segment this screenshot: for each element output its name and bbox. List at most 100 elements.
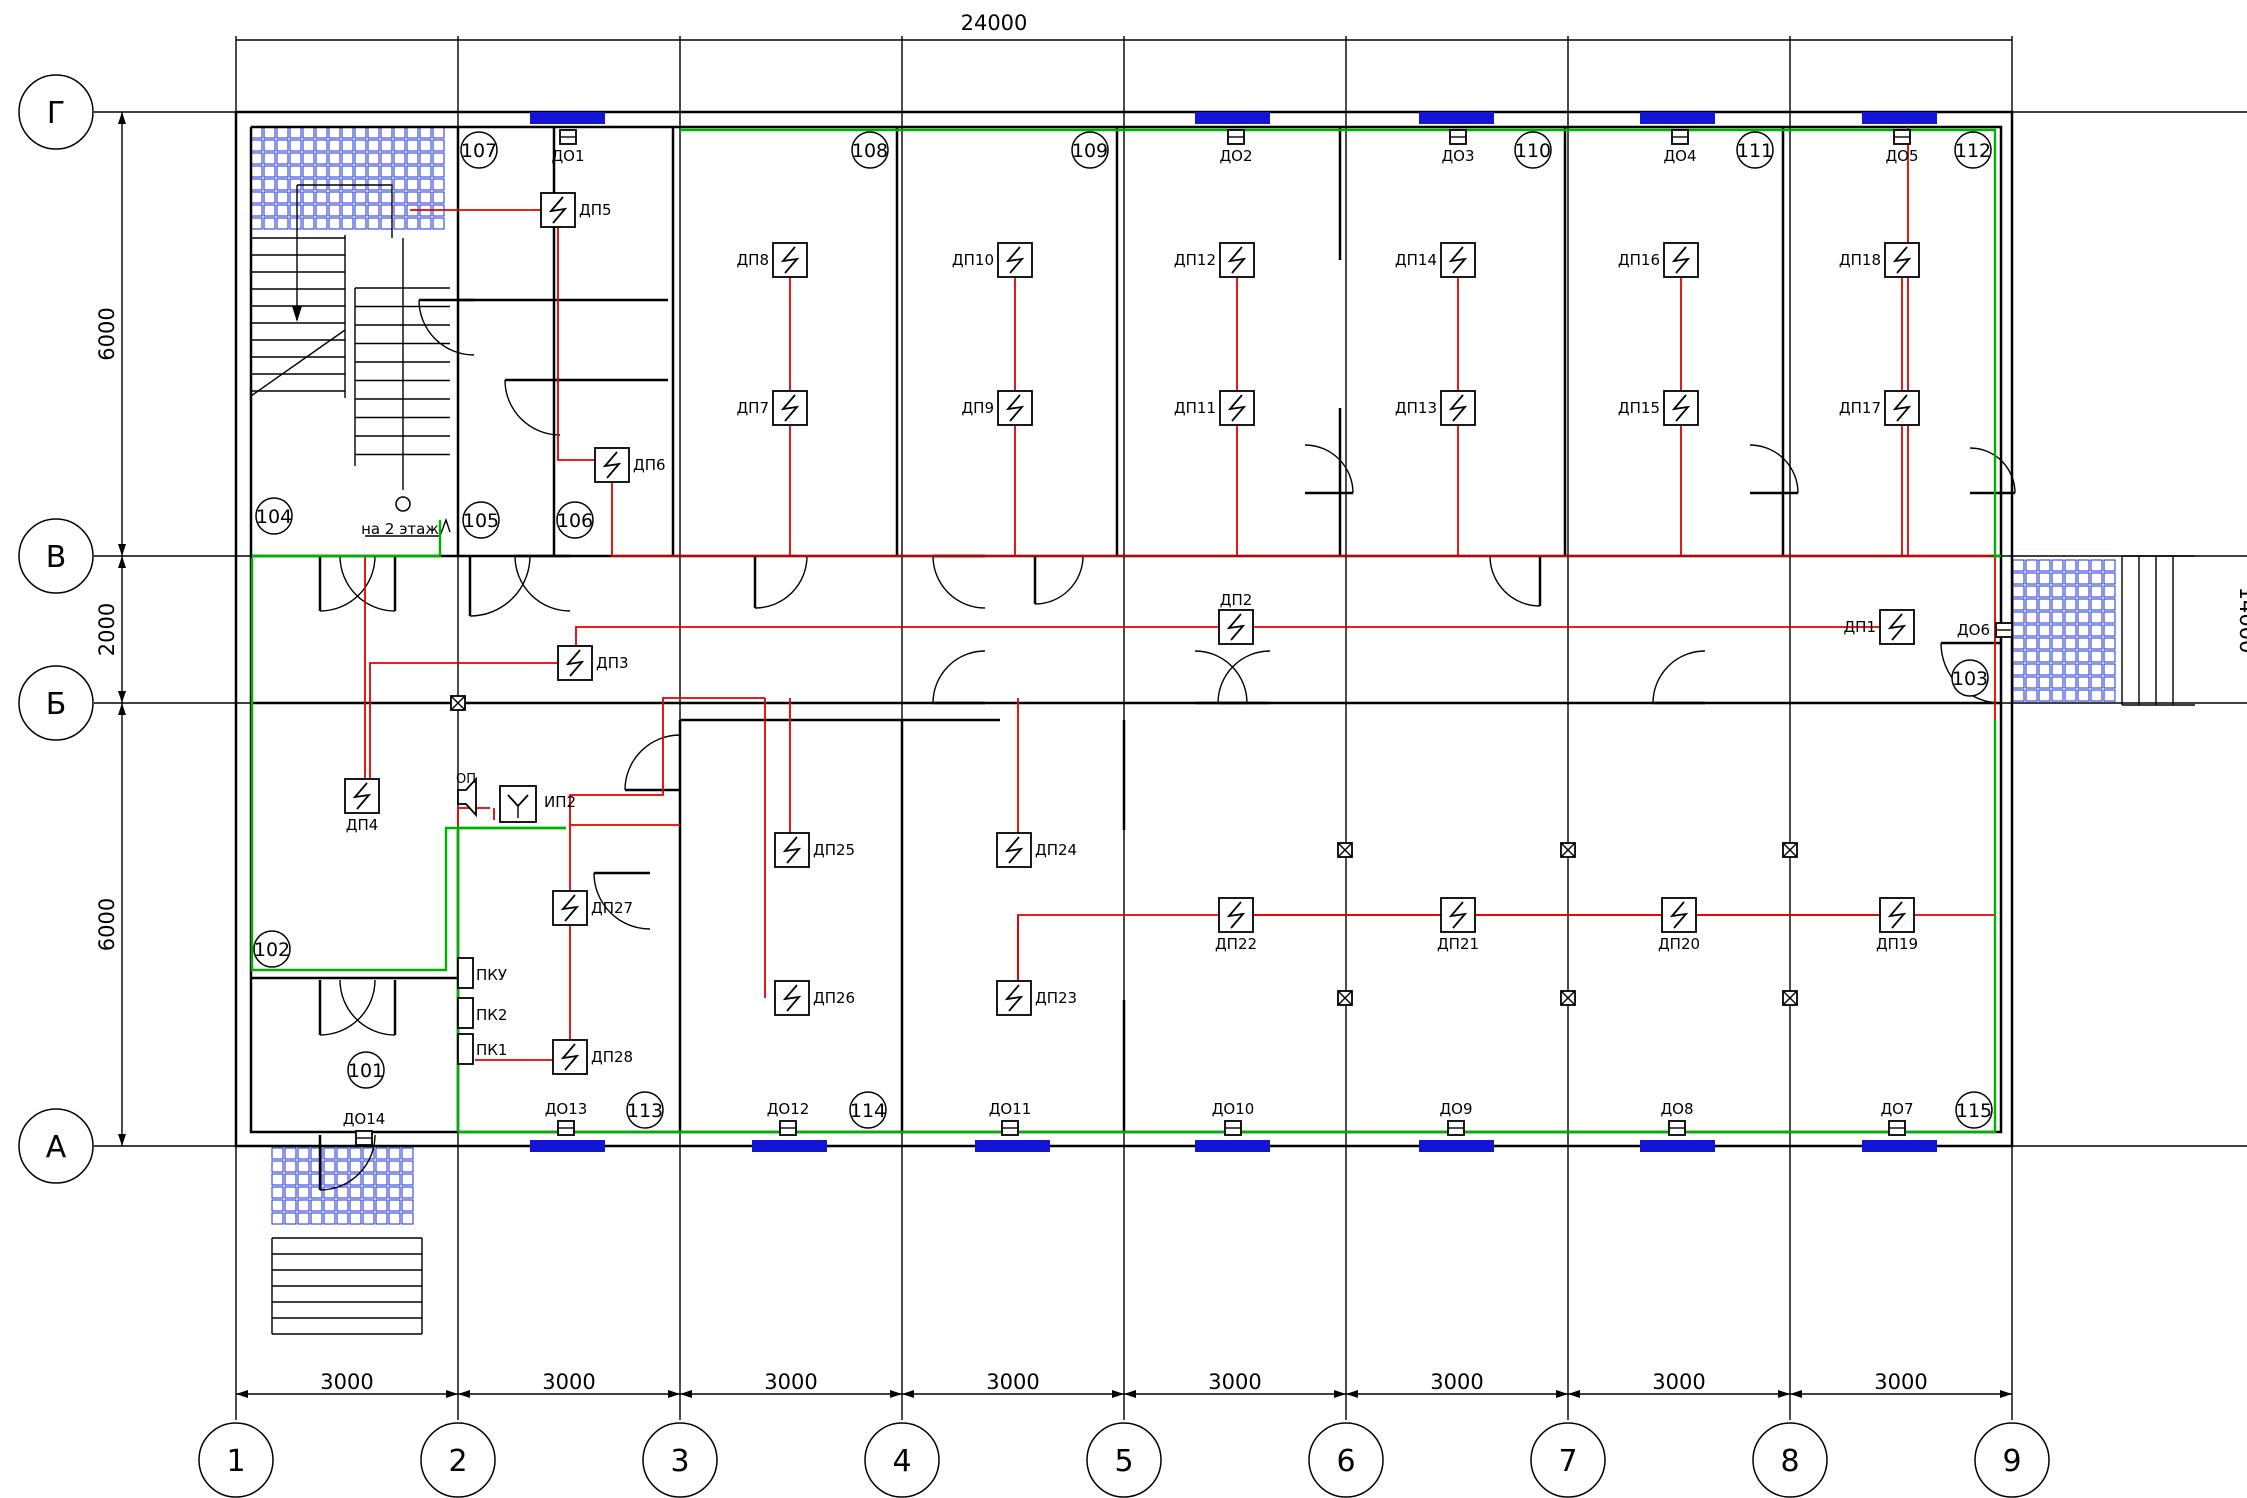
- smoke-detector-label: ДП6: [633, 456, 666, 474]
- tile: [380, 152, 393, 165]
- tile: [297, 1212, 310, 1225]
- tile: [2025, 689, 2038, 702]
- smoke-detector-bolt: [780, 394, 800, 422]
- tile: [336, 1212, 349, 1225]
- tile: [315, 152, 328, 165]
- landing-tiles-right: [2012, 559, 2116, 702]
- tile: [2051, 663, 2064, 676]
- tile: [2038, 676, 2051, 689]
- stair-note-leader: [439, 517, 451, 537]
- tile: [2012, 611, 2025, 624]
- smoke-detector: ДП16: [1618, 242, 1699, 278]
- door-swing: [504, 379, 561, 436]
- panel-1-box: [457, 1033, 474, 1065]
- dim-arrow: [1346, 1390, 1358, 1398]
- dim-arrow: [1334, 1390, 1346, 1398]
- door: [1194, 650, 1248, 705]
- tile: [2051, 611, 2064, 624]
- dim-arrow: [680, 1390, 692, 1398]
- tile: [323, 1147, 336, 1160]
- window-sensor-label: ДО12: [767, 1100, 810, 1118]
- alarm-wire: [569, 697, 765, 825]
- grid-label-col: 5: [1114, 1444, 1133, 1479]
- dim-arrow: [1112, 1390, 1124, 1398]
- tile: [323, 1186, 336, 1199]
- door-swing: [1304, 444, 1354, 494]
- tile: [284, 1212, 297, 1225]
- smoke-detector: ДП10: [952, 242, 1033, 278]
- door-swing: [319, 555, 376, 612]
- smoke-detector-label: ДП14: [1395, 251, 1437, 269]
- tile: [328, 217, 341, 230]
- tile: [406, 152, 419, 165]
- tile: [393, 178, 406, 191]
- alarm-wire: [475, 825, 571, 1061]
- tile: [2064, 676, 2077, 689]
- tile: [276, 139, 289, 152]
- tiled-landings: [250, 126, 2116, 1225]
- ceiling-box: [1337, 842, 1353, 858]
- tile: [2090, 572, 2103, 585]
- tile: [289, 191, 302, 204]
- door: [318, 1134, 376, 1191]
- exterior-wall: [249, 125, 2003, 1134]
- door-swing: [932, 555, 986, 609]
- tile: [289, 152, 302, 165]
- smoke-detector-label: ДП13: [1395, 399, 1437, 417]
- tile: [2064, 637, 2077, 650]
- door-swing: [1969, 447, 2016, 494]
- tile: [336, 1186, 349, 1199]
- grid-label-row: Г: [47, 96, 65, 131]
- doors: [318, 298, 2016, 1191]
- door: [932, 650, 986, 705]
- dim-arrow: [236, 1390, 248, 1398]
- door-swing: [1489, 555, 1541, 607]
- door-swing: [319, 1134, 376, 1191]
- tile: [367, 217, 380, 230]
- smoke-detector: ДП22: [1215, 897, 1257, 953]
- tile: [2051, 598, 2064, 611]
- tile: [2012, 689, 2025, 702]
- smoke-detector-label: ДП7: [736, 399, 769, 417]
- tile: [302, 152, 315, 165]
- room-number-label: 112: [1955, 140, 1991, 162]
- tile: [432, 217, 445, 230]
- tile: [328, 165, 341, 178]
- tile: [341, 152, 354, 165]
- tile: [341, 217, 354, 230]
- tile: [263, 178, 276, 191]
- tile: [362, 1173, 375, 1186]
- tile: [302, 217, 315, 230]
- tile: [302, 165, 315, 178]
- smoke-detector: ДП18: [1839, 242, 1920, 278]
- grid-bubble-col: [1308, 1422, 1384, 1498]
- smoke-detector: ДП23: [996, 980, 1077, 1016]
- tile: [354, 217, 367, 230]
- tile: [2103, 611, 2116, 624]
- tile: [2103, 663, 2116, 676]
- room-number-circle: [255, 497, 293, 535]
- ceiling-box: [1337, 990, 1353, 1006]
- tile: [419, 178, 432, 191]
- tile: [401, 1147, 414, 1160]
- smoke-detector: ДП21: [1437, 897, 1479, 953]
- window-sensor: ДО12: [767, 1100, 810, 1136]
- smoke-detector-label: ДП23: [1035, 989, 1077, 1007]
- smoke-detector: ДП5: [540, 192, 612, 228]
- door-swing: [624, 734, 681, 791]
- tile: [302, 126, 315, 139]
- door-swing: [469, 555, 531, 617]
- tile: [2090, 676, 2103, 689]
- tile: [367, 126, 380, 139]
- tile: [263, 165, 276, 178]
- door: [1969, 447, 2016, 495]
- alarm-wiring: [250, 127, 2001, 1134]
- tile: [263, 152, 276, 165]
- tile: [323, 1173, 336, 1186]
- smoke-detector: ДП25: [774, 832, 855, 868]
- tile: [388, 1147, 401, 1160]
- smoke-detector-label: ДП26: [813, 989, 855, 1007]
- tile: [2077, 650, 2090, 663]
- tile: [393, 165, 406, 178]
